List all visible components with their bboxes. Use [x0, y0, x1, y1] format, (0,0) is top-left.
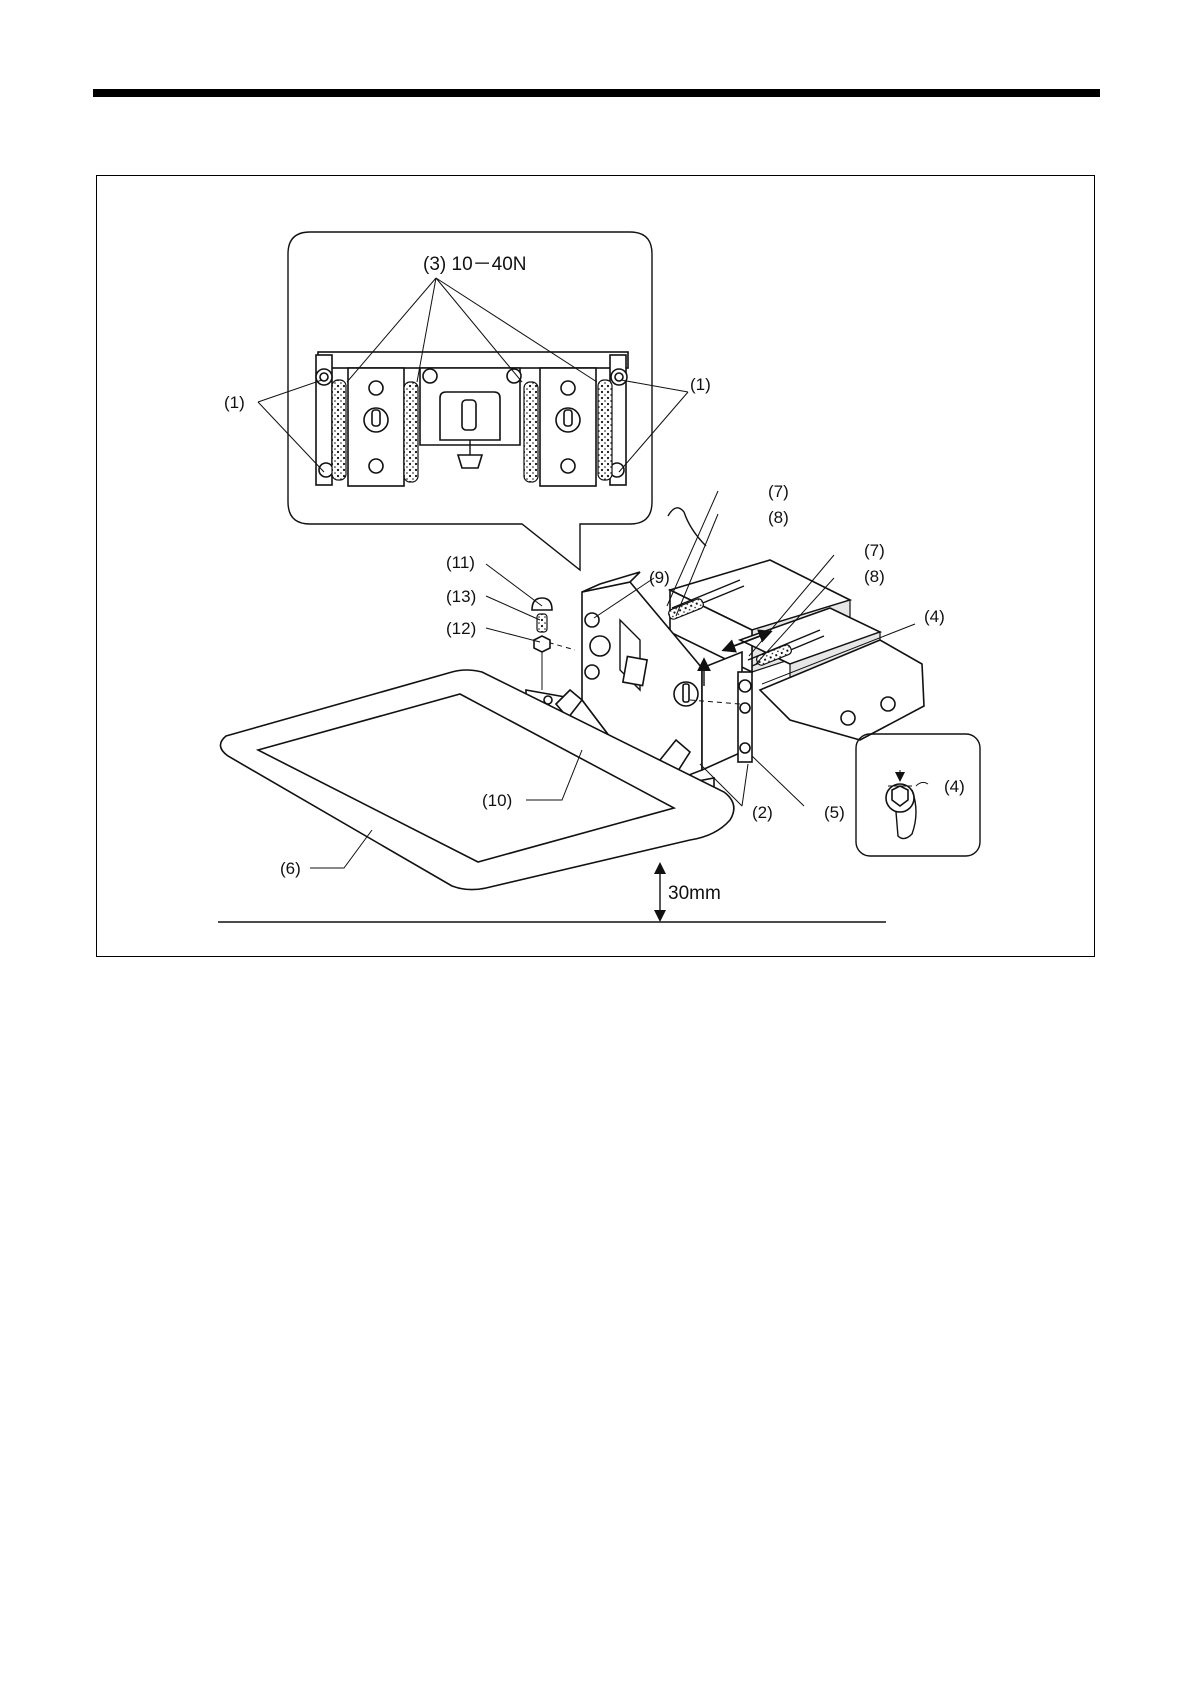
callout-10: (10) [482, 791, 512, 810]
callout-11: (11) [446, 553, 475, 572]
callout-8-upper: (8) [768, 508, 789, 527]
callout-2: (2) [752, 803, 773, 822]
callout-4-detail: (4) [944, 777, 965, 796]
callout-9: (9) [649, 568, 670, 587]
callout-8-lower: (8) [864, 567, 885, 586]
callout-5: (5) [824, 803, 845, 822]
callout-7-lower: (7) [864, 541, 885, 560]
callout-7-upper: (7) [768, 482, 789, 501]
callout-3: (3) 10－40N [423, 254, 527, 275]
callout-1-right: (1) [690, 375, 711, 394]
dimension-30mm [654, 862, 666, 922]
callout-12: (12) [446, 619, 476, 638]
callout-13: (13) [446, 587, 476, 606]
callout-6: (6) [280, 859, 301, 878]
dimension-label: 30mm [668, 883, 721, 904]
callout-1-left: (1) [224, 393, 245, 412]
callout-4: (4) [924, 607, 945, 626]
detail-inset [288, 232, 652, 570]
